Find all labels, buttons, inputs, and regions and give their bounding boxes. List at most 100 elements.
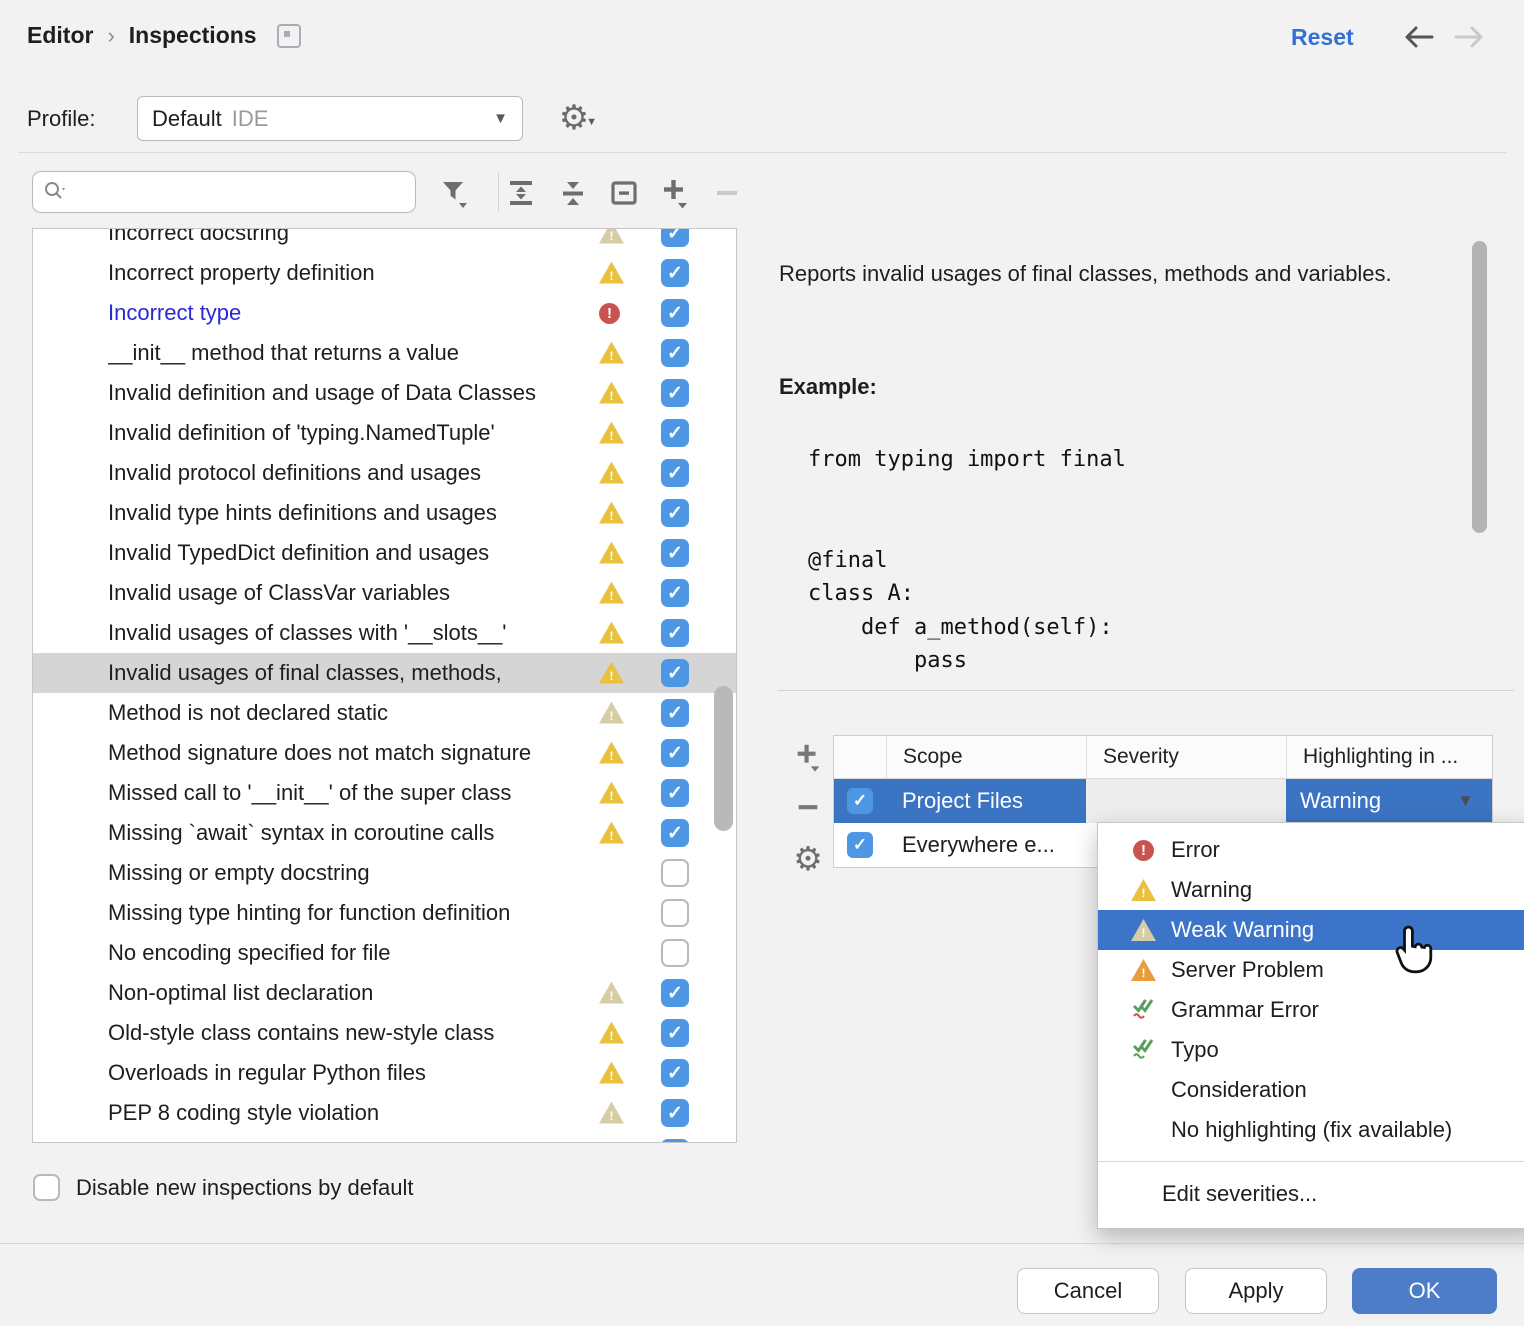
inspection-label: Invalid definition of 'typing.NamedTuple…	[108, 420, 495, 445]
inspection-list-item[interactable]: No encoding specified for file	[33, 933, 736, 973]
inspection-checkbox[interactable]: ✓	[661, 1019, 689, 1047]
profile-dropdown[interactable]: Default IDE ▼	[137, 96, 523, 141]
inspection-list-item[interactable]: Invalid usages of classes with '__slots_…	[33, 613, 736, 653]
inspection-list-item[interactable]: Incorrect type!✓	[33, 293, 736, 333]
back-arrow-icon[interactable]	[1402, 22, 1436, 52]
inspection-checkbox[interactable]: ✓	[661, 739, 689, 767]
inspection-list-item[interactable]: Invalid usages of final classes, methods…	[33, 653, 736, 693]
inspection-list-item[interactable]: Invalid TypedDict definition and usages!…	[33, 533, 736, 573]
description-scrollbar[interactable]	[1472, 241, 1487, 533]
inspection-list-item[interactable]: Missing type hinting for function defini…	[33, 893, 736, 933]
scope-severity-table: Scope Severity Highlighting in ... ✓ Pro…	[833, 735, 1493, 868]
column-header-highlighting[interactable]: Highlighting in ...	[1286, 736, 1492, 778]
menu-item-label: Weak Warning	[1171, 917, 1315, 942]
inspection-list-item[interactable]: Missing or empty docstring	[33, 853, 736, 893]
inspection-list-item[interactable]: Missed call to '__init__' of the super c…	[33, 773, 736, 813]
severity-menu-item[interactable]: Consideration	[1098, 1070, 1524, 1110]
inspection-list-item[interactable]: Method is not declared static!✓	[33, 693, 736, 733]
inspection-list-item[interactable]: Invalid usage of ClassVar variables!✓	[33, 573, 736, 613]
collapse-node-button[interactable]	[607, 175, 641, 211]
inspection-list-item[interactable]: Non-optimal list declaration!✓	[33, 973, 736, 1013]
inspection-list-item[interactable]: Method signature does not match signatur…	[33, 733, 736, 773]
inspection-checkbox[interactable]: ✓	[661, 1139, 689, 1142]
inspection-list-item[interactable]: Invalid type hints definitions and usage…	[33, 493, 736, 533]
breadcrumb-editor[interactable]: Editor	[27, 22, 94, 48]
scope-settings-gear-icon[interactable]: ⚙	[793, 839, 823, 877]
inspection-label: Missing `await` syntax in coroutine call…	[108, 820, 495, 845]
inspection-list-item[interactable]: Overloads in regular Python files!✓	[33, 1053, 736, 1093]
inspection-checkbox[interactable]	[661, 859, 689, 887]
inspection-checkbox[interactable]: ✓	[661, 619, 689, 647]
severity-menu-item[interactable]: No highlighting (fix available)	[1098, 1110, 1524, 1150]
highlighting-dropdown[interactable]: Warning ▼	[1286, 779, 1492, 823]
filter-button[interactable]	[437, 175, 471, 211]
inspection-list: Incorrect docstring!✓Incorrect property …	[32, 228, 737, 1143]
table-row[interactable]: ✓ Project Files Warning ▼	[834, 779, 1492, 823]
forward-arrow-icon[interactable]	[1452, 22, 1486, 52]
add-inspection-button[interactable]	[658, 175, 692, 211]
profile-gear-button[interactable]: ⚙▼	[553, 99, 597, 141]
inspection-label: Non-optimal list declaration	[108, 980, 374, 1005]
apply-button[interactable]: Apply	[1185, 1268, 1327, 1314]
inspection-list-item[interactable]: Invalid definition of 'typing.NamedTuple…	[33, 413, 736, 453]
inspection-list-item[interactable]: PEP 8 coding style violation!✓	[33, 1093, 736, 1133]
inspection-checkbox[interactable]: ✓	[661, 419, 689, 447]
disable-inspections-checkbox[interactable]	[33, 1174, 60, 1201]
cancel-button[interactable]: Cancel	[1017, 1268, 1159, 1314]
inspection-list-item[interactable]: Incorrect docstring!✓	[33, 229, 736, 253]
column-header-scope[interactable]: Scope	[886, 736, 1086, 778]
inspection-checkbox[interactable]: ✓	[661, 819, 689, 847]
inspection-label: Missing or empty docstring	[108, 860, 370, 885]
weak-warning-icon: !	[599, 229, 624, 244]
severity-menu-item[interactable]: Grammar Error	[1098, 990, 1524, 1030]
reset-button[interactable]: Reset	[1291, 24, 1354, 50]
severity-menu-item[interactable]: !Server Problem	[1098, 950, 1524, 990]
inspection-checkbox[interactable]: ✓	[661, 779, 689, 807]
list-scrollbar[interactable]	[714, 686, 733, 831]
inspection-checkbox[interactable]: ✓	[661, 459, 689, 487]
inspection-checkbox[interactable]: ✓	[661, 229, 689, 247]
inspection-checkbox[interactable]: ✓	[661, 659, 689, 687]
collapse-all-button[interactable]	[556, 175, 590, 211]
warning-icon: !	[599, 1021, 624, 1044]
severity-menu-item[interactable]: !Warning	[1098, 870, 1524, 910]
inspection-checkbox[interactable]: ✓	[661, 259, 689, 287]
inspection-list-item[interactable]: Invalid protocol definitions and usages!…	[33, 453, 736, 493]
inspection-label: Invalid protocol definitions and usages	[108, 460, 482, 485]
expand-all-button[interactable]	[504, 175, 538, 211]
inspection-checkbox[interactable]: ✓	[661, 1059, 689, 1087]
scope-checkbox[interactable]: ✓	[847, 832, 873, 858]
scope-checkbox[interactable]: ✓	[847, 788, 873, 814]
add-scope-button[interactable]	[790, 739, 826, 775]
inspection-list-item[interactable]: Missing `await` syntax in coroutine call…	[33, 813, 736, 853]
severity-menu-item[interactable]: !Error	[1098, 830, 1524, 870]
inspection-list-item[interactable]: Old-style class contains new-style class…	[33, 1013, 736, 1053]
inspection-checkbox[interactable]: ✓	[661, 539, 689, 567]
severity-menu-item[interactable]: Typo	[1098, 1030, 1524, 1070]
inspection-label: Overloads in regular Python files	[108, 1060, 426, 1085]
remove-inspection-button[interactable]	[710, 175, 744, 211]
inspection-list-item[interactable]: Incorrect property definition!✓	[33, 253, 736, 293]
inspection-checkbox[interactable]	[661, 939, 689, 967]
inspection-list-item[interactable]: Invalid definition and usage of Data Cla…	[33, 373, 736, 413]
inspection-list-item[interactable]: PEP 8 naming convention violation!✓	[33, 1133, 736, 1142]
search-input[interactable]	[32, 171, 416, 213]
inspection-checkbox[interactable]: ✓	[661, 339, 689, 367]
inspection-checkbox[interactable]	[661, 899, 689, 927]
remove-scope-button[interactable]	[790, 789, 826, 825]
severity-cell[interactable]	[1086, 779, 1286, 823]
table-row[interactable]: ✓ Everywhere e...	[834, 823, 1492, 867]
inspection-checkbox[interactable]: ✓	[661, 979, 689, 1007]
inspection-checkbox[interactable]: ✓	[661, 1099, 689, 1127]
inspection-checkbox[interactable]: ✓	[661, 379, 689, 407]
inspection-checkbox[interactable]: ✓	[661, 299, 689, 327]
inspection-checkbox[interactable]: ✓	[661, 579, 689, 607]
menu-item-label: Typo	[1171, 1037, 1219, 1062]
severity-menu-item[interactable]: !Weak Warning	[1098, 910, 1524, 950]
column-header-severity[interactable]: Severity	[1086, 736, 1286, 778]
ok-button[interactable]: OK	[1352, 1268, 1497, 1314]
inspection-checkbox[interactable]: ✓	[661, 499, 689, 527]
inspection-list-item[interactable]: __init__ method that returns a value!✓	[33, 333, 736, 373]
inspection-checkbox[interactable]: ✓	[661, 699, 689, 727]
edit-severities-menu-item[interactable]: Edit severities...	[1162, 1181, 1318, 1206]
